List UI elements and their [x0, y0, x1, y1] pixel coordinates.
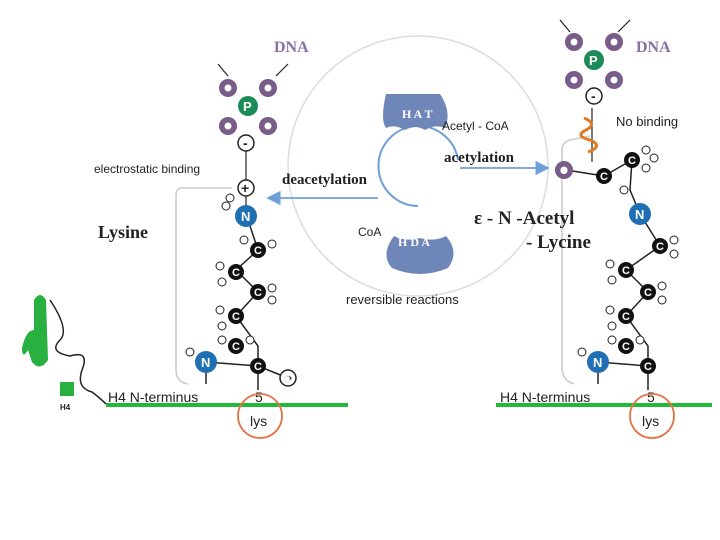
left-nitrogen-bottom: [195, 351, 217, 373]
carbon-letter-12: C: [622, 311, 630, 323]
carbon-letter-13: C: [622, 341, 630, 353]
product-name-line1: ε - N -Acetyl: [474, 208, 574, 229]
acetylation-label: acetylation: [444, 150, 515, 166]
left-peptide-chain: [49, 299, 107, 405]
carbon-letter-0: C: [254, 245, 262, 257]
deacetylation-label: deacetylation: [282, 172, 368, 188]
left-carbon-5: [228, 338, 244, 354]
right-carbon-3: [640, 284, 656, 300]
carbon-letter-5: C: [254, 361, 262, 373]
carbon-letter-8: C: [628, 155, 636, 167]
carbon-letter-1: C: [232, 267, 240, 279]
right-negative-charge-circle: [585, 87, 603, 105]
right-position-number: 5: [647, 389, 655, 405]
left-phosphate-cluster: [217, 63, 289, 197]
carbon-letter-10: C: [622, 265, 630, 277]
right-residue-label: lys: [642, 413, 659, 429]
hat-label: H A T: [402, 107, 432, 121]
hda-label: H D A: [398, 235, 430, 249]
left-positive-charge-circle: [237, 179, 255, 197]
right-backbone: [603, 158, 662, 366]
carbon-letter-4: C: [232, 341, 240, 353]
reaction-cycle: [266, 35, 550, 297]
right-acetyl-lysine-structure: [496, 108, 712, 407]
right-carbon-5: [618, 338, 634, 354]
no-binding-label: No binding: [616, 114, 678, 129]
carbon-letter-6: C: [284, 373, 292, 385]
right-nitrogen-top-label: N: [635, 207, 644, 222]
right-nitrogen-top: [629, 203, 651, 225]
left-phosphate-label: P: [243, 99, 252, 114]
carbon-letters: C C C C C C C C C C C C C C C: [232, 155, 664, 385]
left-carbon-1: [250, 242, 266, 258]
histone-tail-shape: [22, 295, 48, 367]
left-carbon-2: [228, 264, 244, 280]
right-atoms: [555, 145, 679, 374]
right-carbon-2: [618, 262, 634, 278]
right-nitrogen-bottom-label: N: [593, 355, 602, 370]
left-positive-label: +: [241, 180, 249, 196]
right-acetyl-oxygen-label: O: [560, 166, 568, 177]
right-terminus-label: H4 N-terminus: [500, 389, 590, 405]
right-phosphate-atom: [584, 50, 604, 70]
right-position-ring: [629, 393, 675, 439]
right-carbon-1: [652, 238, 668, 254]
left-terminus-label: H4 N-terminus: [108, 389, 198, 405]
right-squiggle: [579, 116, 598, 154]
right-acetyl-carbon-2: [624, 152, 640, 168]
left-nitrogen-top-label: N: [241, 209, 250, 224]
carbon-letter-3: C: [232, 311, 240, 323]
left-nitrogen-top: [235, 205, 257, 227]
left-phosphate-atom: [238, 96, 258, 116]
carbon-letter-7: C: [600, 171, 608, 183]
left-atoms: [185, 193, 297, 387]
left-dna-bracket: [175, 187, 232, 385]
left-position-number: 5: [255, 389, 263, 405]
coa-label: CoA: [358, 225, 381, 239]
h4-label: H4: [60, 403, 71, 412]
right-negative-label: -: [591, 88, 596, 104]
left-carbon-6: [250, 358, 266, 374]
reversible-reactions-label: reversible reactions: [346, 292, 459, 307]
electrostatic-binding-label: electrostatic binding: [94, 162, 200, 176]
left-dna-label: DNA: [274, 39, 309, 56]
left-negative-label: -: [243, 135, 248, 151]
cycle-inner-arc: [377, 125, 459, 207]
left-oxygen-carbonyl-label: O: [284, 374, 292, 385]
carbon-letter-2: C: [254, 287, 262, 299]
left-position-ring: [237, 393, 283, 439]
product-name-line2: - Lycine: [526, 232, 591, 253]
carbon-letter-11: C: [644, 287, 652, 299]
carbon-letter-9: C: [656, 241, 664, 253]
hda-enzyme-shape: [386, 236, 454, 274]
hat-enzyme-shape: [383, 94, 448, 130]
left-negative-charge-circle: [237, 134, 255, 152]
acetyl-coa-label: Acetyl - CoA: [442, 119, 509, 133]
right-phosphate-label: P: [589, 53, 598, 68]
left-oxygen-carbonyl: [279, 369, 297, 387]
left-carbon-4: [228, 308, 244, 324]
carbon-letter-14: C: [644, 361, 652, 373]
left-carbon-3: [250, 284, 266, 300]
right-dna-bracket: [561, 135, 591, 385]
right-nitrogen-bottom: [587, 351, 609, 373]
right-phosphate-cluster: [559, 19, 631, 105]
right-carbon-6: [640, 358, 656, 374]
right-dna-label: DNA: [636, 39, 671, 56]
lysine-label: Lysine: [98, 222, 148, 242]
h4-square: [60, 382, 74, 396]
left-residue-label: lys: [250, 413, 267, 429]
right-acetyl-carbon-1: [596, 168, 612, 184]
right-carbon-4: [618, 308, 634, 324]
left-nitrogen-bottom-label: N: [201, 355, 210, 370]
